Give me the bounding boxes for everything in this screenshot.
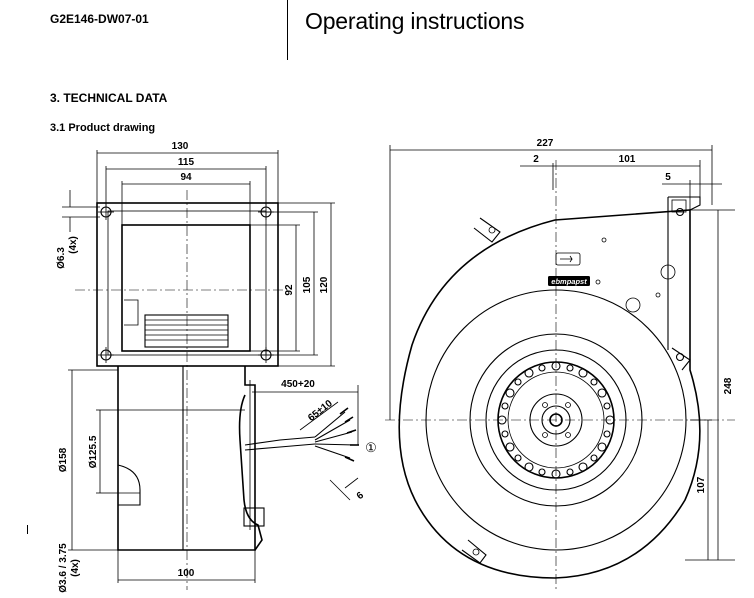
dim-hole-dia: Ø6.3 [56, 247, 67, 269]
dim-flange-thickness: 5 [665, 172, 671, 183]
callout-number: ① [365, 440, 377, 455]
dim-housing-dia: Ø158 [58, 447, 69, 472]
dim-hole-spacing: 115 [178, 157, 195, 168]
dim-overall-height: 120 [319, 276, 330, 293]
front-cable-box [238, 394, 263, 551]
dim-offset: 2 [533, 154, 539, 165]
dim-opening-height: 92 [284, 284, 295, 296]
subsection-heading: 3.1 Product drawing [50, 122, 156, 134]
dim-hole-count: (4x) [68, 236, 79, 254]
dim-opening-width: 94 [180, 172, 192, 183]
section-heading: 3. TECHNICAL DATA [50, 91, 168, 105]
logo-plate [548, 276, 590, 286]
dim-flange-width: 101 [619, 154, 636, 165]
margin-mark [27, 525, 28, 534]
front-housing [117, 366, 256, 551]
page-title: Operating instructions [305, 8, 525, 34]
dim-strip-end: 6 [355, 490, 367, 502]
front-corner-holes [98, 204, 274, 363]
dim-inner-dia: Ø125.5 [88, 435, 99, 468]
cable [244, 436, 316, 446]
front-outlet [121, 224, 251, 352]
front-tab [124, 299, 139, 326]
front-flange [96, 202, 279, 367]
logo-text: ebmpapst [551, 277, 587, 286]
dim-strip-length: 65±10 [306, 398, 335, 424]
header-divider [287, 0, 288, 60]
dim-mount-hole: Ø3.6 / 3.75 [58, 543, 69, 593]
front-impeller-window [144, 314, 229, 348]
dim-axis-height: 107 [696, 476, 707, 493]
front-dims-top [96, 150, 279, 225]
dim-hole-spacing-v: 105 [302, 276, 313, 293]
dim-cable-length: 450+20 [281, 379, 315, 390]
front-dims-left [68, 369, 118, 551]
dim-total-height: 248 [723, 377, 734, 394]
side-impeller-blades [497, 361, 615, 479]
model-code: G2E146-DW07-01 [50, 12, 149, 26]
cable-wires [314, 407, 359, 462]
side-volute [398, 209, 701, 579]
dim-total-width: 227 [537, 138, 554, 149]
front-view: 130 115 94 Ø6.3 (4x) 92 105 120 Ø158 [56, 141, 377, 593]
side-view: ebmpapst 227 2 101 5 248 [385, 138, 735, 592]
front-motor-bulge [117, 464, 141, 506]
front-dims-right [250, 202, 335, 367]
dim-overall-width: 130 [172, 141, 189, 152]
side-dims [389, 145, 735, 561]
dim-mount-count: (4x) [70, 559, 81, 577]
dim-depth: 100 [178, 568, 195, 579]
